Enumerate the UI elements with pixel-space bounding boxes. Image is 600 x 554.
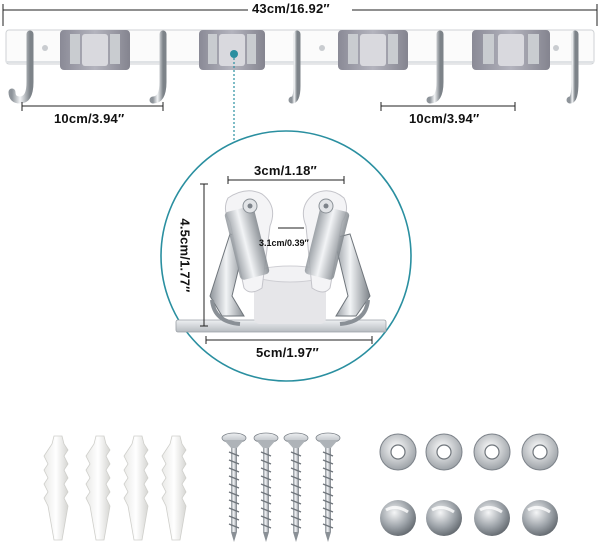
total-length-label: 43cm/16.92″ bbox=[252, 1, 330, 16]
hook-icon bbox=[426, 30, 444, 104]
screw-icon bbox=[283, 432, 309, 542]
screws bbox=[221, 432, 341, 542]
hook-icon bbox=[566, 30, 579, 104]
hook-spacing-left-label: 10cm/3.94″ bbox=[54, 111, 125, 126]
wall-anchor-icon bbox=[85, 435, 111, 541]
wall-anchor-icon bbox=[123, 435, 149, 541]
hook-icon bbox=[8, 30, 34, 104]
clip-base-width-label: 5cm/1.97″ bbox=[256, 345, 319, 360]
hook-icon bbox=[149, 30, 167, 104]
rack-clips bbox=[60, 30, 550, 70]
clip-gap-label: 3.1cm/0.39″ bbox=[259, 238, 309, 248]
screw-icon bbox=[253, 432, 279, 542]
clip-inner-width-dimension bbox=[227, 176, 345, 184]
hook-spacing-right-label: 10cm/3.94″ bbox=[409, 111, 480, 126]
screw-cap-icon bbox=[426, 500, 462, 536]
wall-anchors bbox=[43, 435, 187, 541]
clip-height-label: 4.5cm/1.77″ bbox=[177, 218, 193, 293]
wall-anchor-icon bbox=[43, 435, 69, 541]
washers bbox=[379, 433, 559, 471]
screw-cap-icon bbox=[380, 500, 416, 536]
washer-icon bbox=[425, 433, 463, 471]
hook-spacing-left-dimension bbox=[21, 102, 164, 111]
screw-icon bbox=[221, 432, 247, 542]
washer-icon bbox=[379, 433, 417, 471]
screw-cap-icon bbox=[474, 500, 510, 536]
clip-holder bbox=[338, 30, 408, 70]
clip-holder bbox=[60, 30, 130, 70]
hook-icon bbox=[288, 30, 301, 104]
clip-height-dimension bbox=[200, 183, 208, 327]
rack-hooks bbox=[8, 30, 579, 104]
clip-inner-width-label: 3cm/1.18″ bbox=[254, 163, 317, 178]
screw-cap-icon bbox=[522, 500, 558, 536]
hook-spacing-right-dimension bbox=[380, 102, 516, 111]
wall-anchor-icon bbox=[161, 435, 187, 541]
washer-icon bbox=[521, 433, 559, 471]
screw-caps bbox=[380, 500, 558, 536]
clip-detail-zoom bbox=[160, 130, 412, 382]
screw-icon bbox=[315, 432, 341, 542]
washer-icon bbox=[473, 433, 511, 471]
clip-base-width-dimension bbox=[205, 336, 373, 344]
detail-callout-leader bbox=[230, 50, 238, 152]
total-length-dimension bbox=[2, 2, 598, 26]
clip-holder bbox=[199, 30, 265, 70]
clip-holder bbox=[472, 30, 550, 70]
